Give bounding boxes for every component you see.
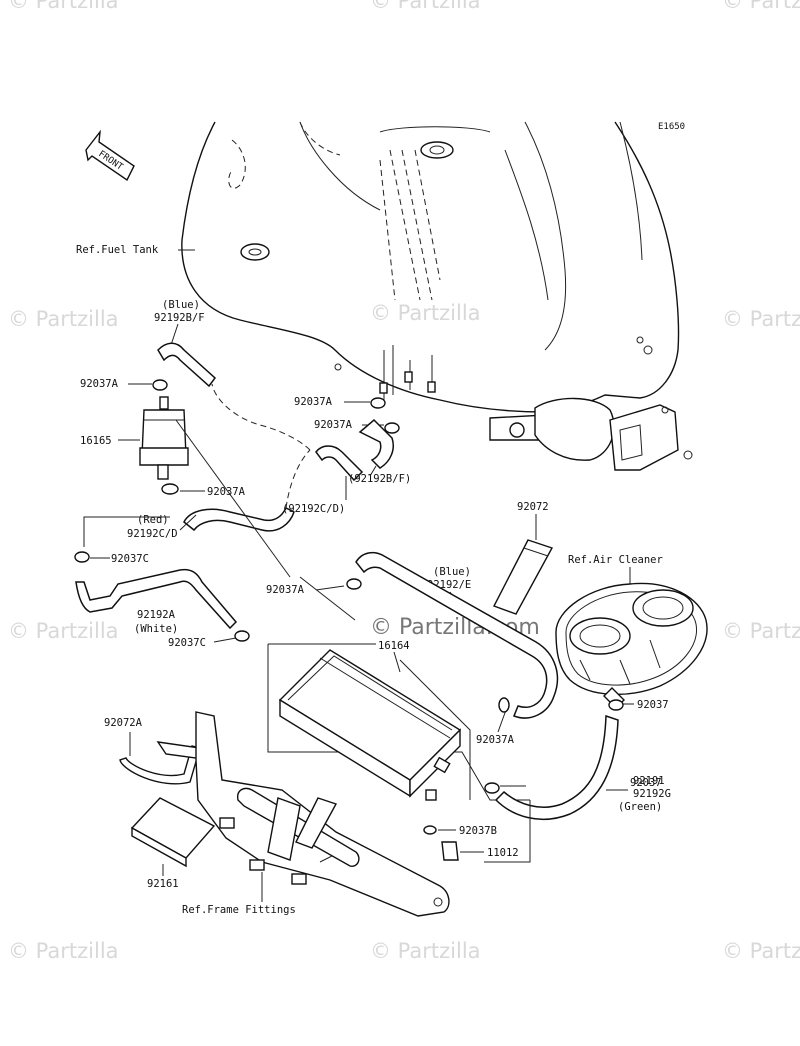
label-92037a-4: 92037A [314, 419, 353, 431]
diagram-code: E1650 [658, 122, 685, 132]
watermark-center-1: © Partzilla [370, 301, 481, 325]
label-92037-2: 92037 [630, 777, 662, 789]
label-92192cd-paren: (92192C/D) [282, 503, 345, 515]
watermark-left-2: © Partzilla [8, 619, 119, 643]
label-92037a-3: 92037A [294, 396, 333, 408]
clamp-92037a-2 [161, 483, 179, 495]
label-92037b: 92037B [459, 825, 497, 837]
hose-92192cd-red [183, 506, 295, 532]
watermarks: © Partzilla © Partzilla © Partzilla © Pa… [8, 0, 800, 963]
clamp-92037-2 [484, 782, 500, 794]
label-92037a-1: 92037A [80, 378, 119, 390]
watermark-top-left: © Partzilla [8, 0, 119, 13]
clamp-92037a-3 [370, 397, 386, 409]
label-ref-frame-fittings: Ref.Frame Fittings [182, 904, 296, 916]
pad-92161 [130, 797, 216, 859]
label-92037a-5: 92037A [266, 584, 305, 596]
label-ref-fuel-tank: Ref.Fuel Tank [76, 244, 159, 256]
label-92161: 92161 [147, 878, 179, 890]
label-blue-2: (Blue) [433, 566, 471, 578]
hose-92192bf-center [358, 418, 394, 469]
air-cleaner [555, 582, 708, 709]
clamp-92037c-1 [74, 551, 90, 563]
label-92191: 92191 [633, 775, 665, 787]
clamp-92037a-4 [384, 422, 400, 434]
label-green: (Green) [618, 801, 662, 813]
watermark-left-1: © Partzilla [8, 307, 119, 331]
label-92072: 92072 [517, 501, 549, 513]
watermark-right-3: © Partzilla [722, 939, 800, 963]
clamp-92037c-2 [234, 630, 250, 642]
fuel-filter-16165 [139, 396, 189, 480]
clamp-92037a-6 [498, 697, 510, 713]
clamp-92037a-1 [152, 379, 168, 391]
label-ref-air-cleaner: Ref.Air Cleaner [568, 554, 663, 566]
hose-92192a-white [75, 568, 238, 630]
watermark-top-center: © Partzilla [370, 0, 481, 13]
hose-92191-green [494, 714, 619, 821]
label-92037c-2: 92037C [168, 637, 206, 649]
label-92192bf-paren: (92192B/F) [348, 473, 411, 485]
fuel-tank [181, 121, 693, 471]
watermark-top-right: © Partzilla [722, 0, 800, 13]
hose-92192cd-center [315, 445, 364, 482]
label-92192cd: 92192C/D [127, 528, 178, 540]
watermark-center-3: © Partzilla [370, 939, 481, 963]
bracket-92072 [493, 539, 554, 615]
cap-11012 [441, 841, 459, 861]
label-92037c-1: 92037C [111, 553, 149, 565]
label-92037-1: 92037 [637, 699, 669, 711]
front-arrow-icon: FRONT [85, 129, 135, 182]
watermark-right-2: © Partzilla [722, 619, 800, 643]
label-11012: 11012 [487, 847, 519, 859]
label-16165: 16165 [80, 435, 112, 447]
label-16164: 16164 [378, 640, 410, 652]
label-92072a: 92072A [104, 717, 143, 729]
label-92037a-2: 92037A [207, 486, 246, 498]
watermark-right-1: © Partzilla [722, 307, 800, 331]
label-92192bf: 92192B/F [154, 312, 205, 324]
hose-92192e-blue [355, 551, 559, 719]
clamp-92037b [423, 825, 437, 835]
label-92192g: 92192G [633, 788, 671, 800]
clamp-92037a-5 [346, 578, 362, 590]
clamp-92037-1 [608, 699, 624, 711]
label-92037a-6: 92037A [476, 734, 515, 746]
watermark-left-3: © Partzilla [8, 939, 119, 963]
hose-92192bf-top [157, 342, 217, 388]
frame-bracket [195, 711, 450, 917]
label-blue-1: (Blue) [162, 299, 200, 311]
label-92192a: 92192A [137, 609, 176, 621]
label-white: (White) [134, 623, 178, 635]
canister-16164 [278, 649, 462, 801]
label-red: (Red) [137, 514, 169, 526]
